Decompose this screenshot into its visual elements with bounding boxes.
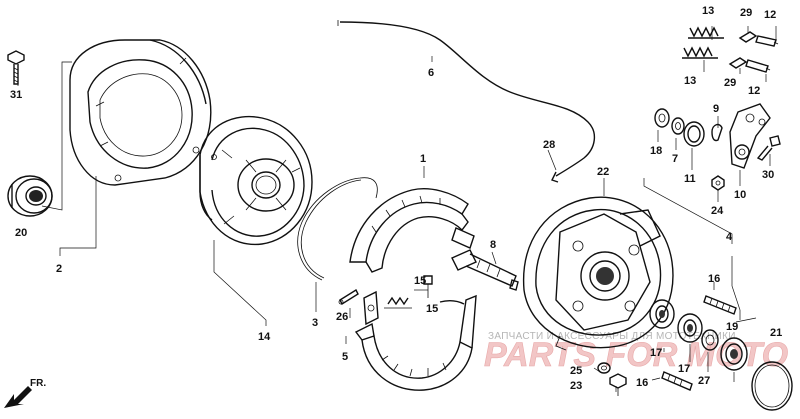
arm-12-upper-icon [755, 35, 779, 47]
watermark-caption: ЗАПЧАСТИ И АКСЕССУАРЫ ДЛЯ МОТОТЕХНИКИ [488, 331, 736, 342]
brake-drum-14-icon [199, 115, 313, 246]
bearing-17-upper-icon [649, 299, 675, 329]
front-direction-arrow-icon: FR. [4, 378, 46, 408]
callout-17-left: 17 [650, 347, 662, 359]
callout-9: 9 [713, 103, 719, 115]
bolt-30-icon [756, 135, 781, 161]
callout-13-upper: 13 [702, 5, 714, 17]
brake-panel-22-icon [522, 196, 674, 351]
callout-18: 18 [650, 145, 662, 157]
callout-10: 10 [734, 189, 746, 201]
callout-16-lower: 16 [636, 377, 648, 389]
callout-12-upper: 12 [764, 9, 776, 21]
callout-labels: 31 20 2 14 3 1 6 28 8 15 15 26 5 22 13 1… [10, 5, 782, 392]
bolt-31-icon [7, 50, 25, 85]
washer-25-icon [597, 362, 611, 374]
o-ring-21-icon [751, 361, 793, 411]
callout-2: 2 [56, 263, 62, 275]
callout-6: 6 [428, 67, 434, 79]
stud-16-lower-icon [661, 371, 693, 391]
pin-26-icon [338, 288, 359, 306]
ring-11-icon [683, 121, 705, 147]
callout-15-upper: 15 [414, 275, 426, 287]
spring-13-lower-icon [682, 46, 718, 59]
brake-shoe-1-icon [349, 188, 475, 273]
callout-20: 20 [15, 227, 27, 239]
callout-19: 19 [726, 321, 738, 333]
callout-30: 30 [762, 169, 774, 181]
callout-24: 24 [711, 205, 724, 217]
spring-15-icon [384, 275, 433, 309]
spacer-27-icon [701, 329, 719, 351]
seal-19-icon [720, 337, 748, 371]
callout-12-lower: 12 [748, 85, 760, 97]
clip-29-lower-icon [728, 57, 748, 69]
callout-8: 8 [490, 239, 496, 251]
callout-1: 1 [420, 153, 426, 165]
callout-7: 7 [672, 153, 678, 165]
callout-4: 4 [726, 231, 733, 243]
callout-26: 26 [336, 311, 348, 323]
callout-5: 5 [342, 351, 348, 363]
brake-shoe-5-icon [354, 290, 477, 391]
callout-16-upper: 16 [708, 273, 720, 285]
clip-29-upper-icon [738, 31, 758, 43]
spring-13-upper-icon [688, 26, 724, 39]
nut-24-icon [711, 175, 725, 191]
stud-16-upper-icon [703, 295, 737, 315]
brake-cable-6-icon [337, 20, 595, 183]
callout-17-right: 17 [678, 363, 690, 375]
leader-lines [17, 26, 777, 392]
callout-3: 3 [312, 317, 318, 329]
callout-28: 28 [543, 139, 555, 151]
drum-cover-2-icon [69, 39, 212, 186]
bearing-17-lower-icon [677, 313, 703, 343]
brake-arm-10-icon [729, 103, 771, 169]
spring-ring-3-icon [297, 177, 378, 281]
callout-11: 11 [684, 173, 696, 185]
callout-21: 21 [770, 327, 782, 339]
front-direction-label: FR. [30, 378, 46, 389]
cam-shaft-8-icon [451, 249, 519, 291]
callout-29-lower: 29 [724, 77, 736, 89]
callout-22: 22 [597, 166, 609, 178]
callout-13-lower: 13 [684, 75, 696, 87]
arm-12-lower-icon [745, 59, 771, 73]
callout-29-upper: 29 [740, 7, 752, 19]
washer-7-icon [671, 117, 685, 135]
washer-18-icon [654, 108, 670, 128]
callout-14: 14 [258, 331, 271, 343]
callout-23: 23 [570, 380, 582, 392]
oil-seal-20-icon [7, 175, 53, 217]
callout-25: 25 [570, 365, 582, 377]
bolt-23-icon [609, 373, 627, 396]
callout-31: 31 [10, 89, 22, 101]
callout-15-lower: 15 [426, 303, 438, 315]
clip-9-icon [711, 123, 723, 142]
callout-27: 27 [698, 375, 710, 387]
